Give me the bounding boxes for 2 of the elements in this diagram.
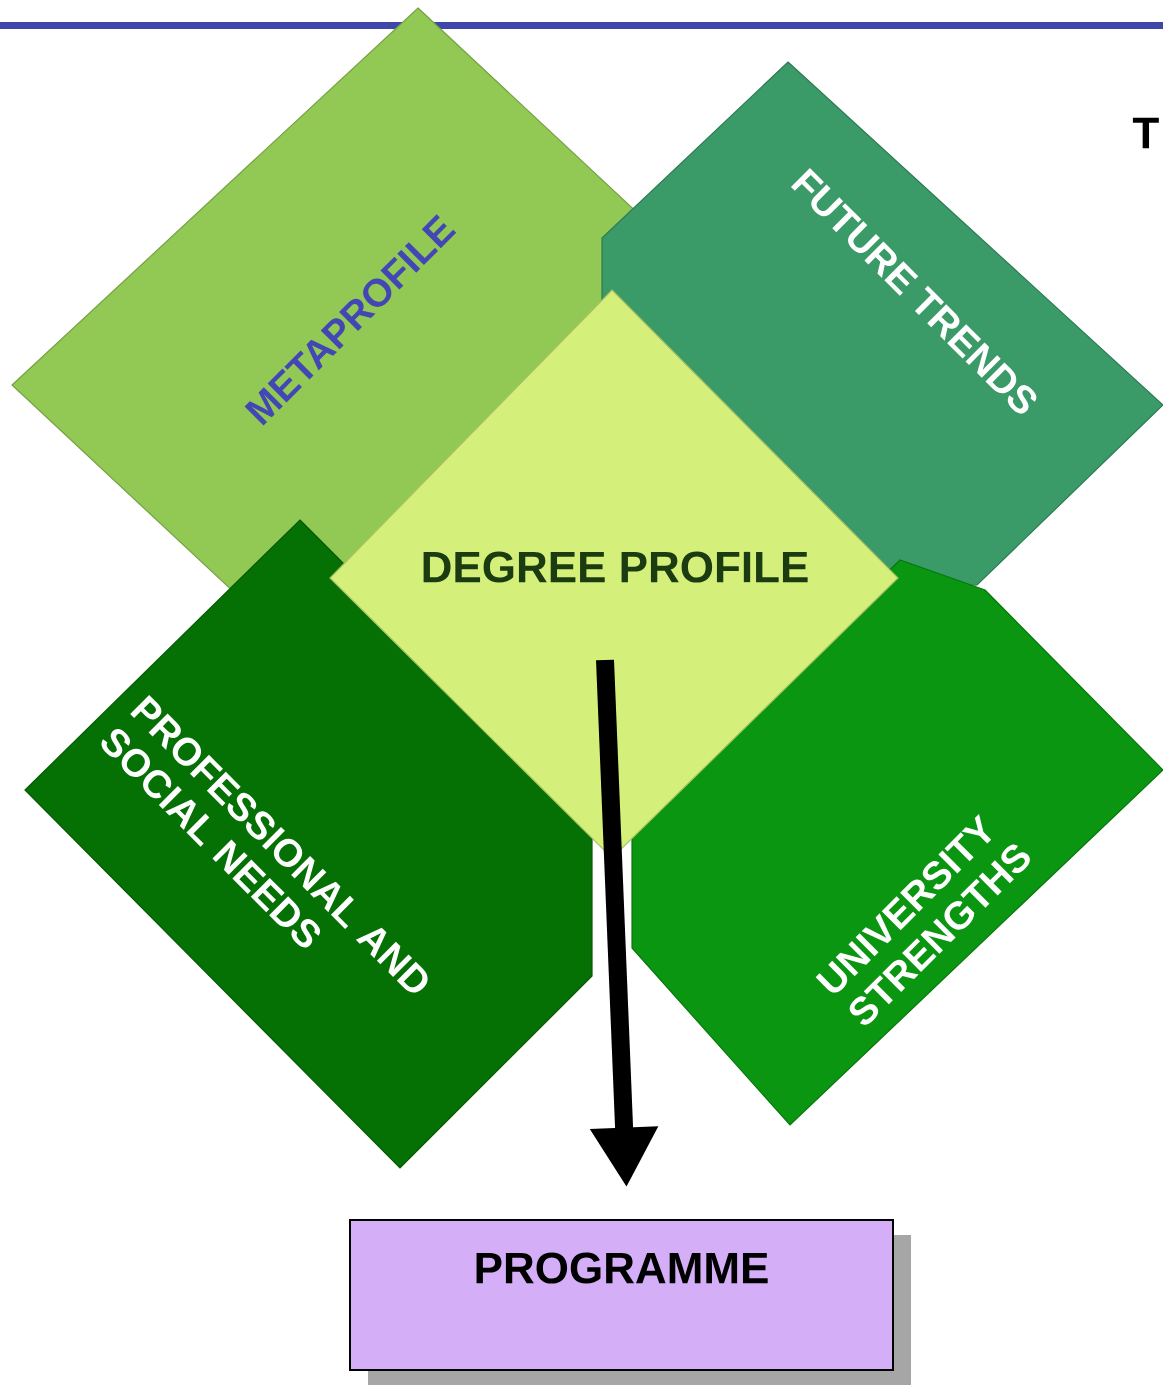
process-box: PROGRAMME: [349, 1219, 911, 1385]
heading-letter: T: [1132, 117, 1159, 149]
